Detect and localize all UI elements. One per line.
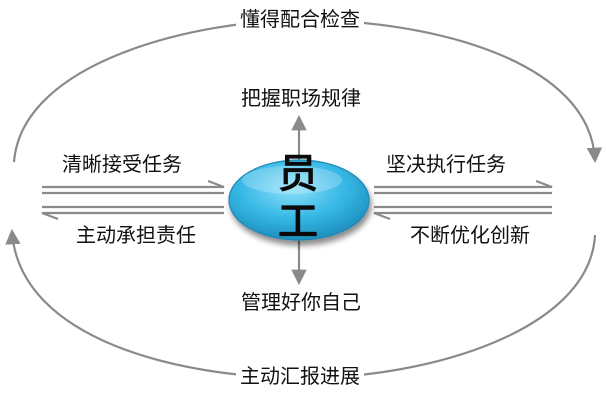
label-top: 懂得配合检查	[236, 7, 364, 31]
label-right-top: 坚决执行任务	[386, 152, 506, 176]
label-right-bottom: 不断优化创新	[410, 223, 530, 247]
center-word-2: 工	[278, 199, 318, 245]
center-ellipse	[228, 159, 370, 241]
label-left-top: 清晰接受任务	[62, 152, 182, 176]
center-word-1: 员	[278, 151, 318, 197]
ellipse-highlight	[242, 166, 342, 194]
label-bottom: 主动汇报进展	[236, 364, 364, 388]
label-down: 管理好你自己	[241, 290, 361, 314]
left-arrows	[41, 179, 225, 221]
label-up: 把握职场规律	[241, 86, 361, 110]
label-left-bottom: 主动承担责任	[76, 223, 196, 247]
right-arrows	[373, 179, 553, 221]
